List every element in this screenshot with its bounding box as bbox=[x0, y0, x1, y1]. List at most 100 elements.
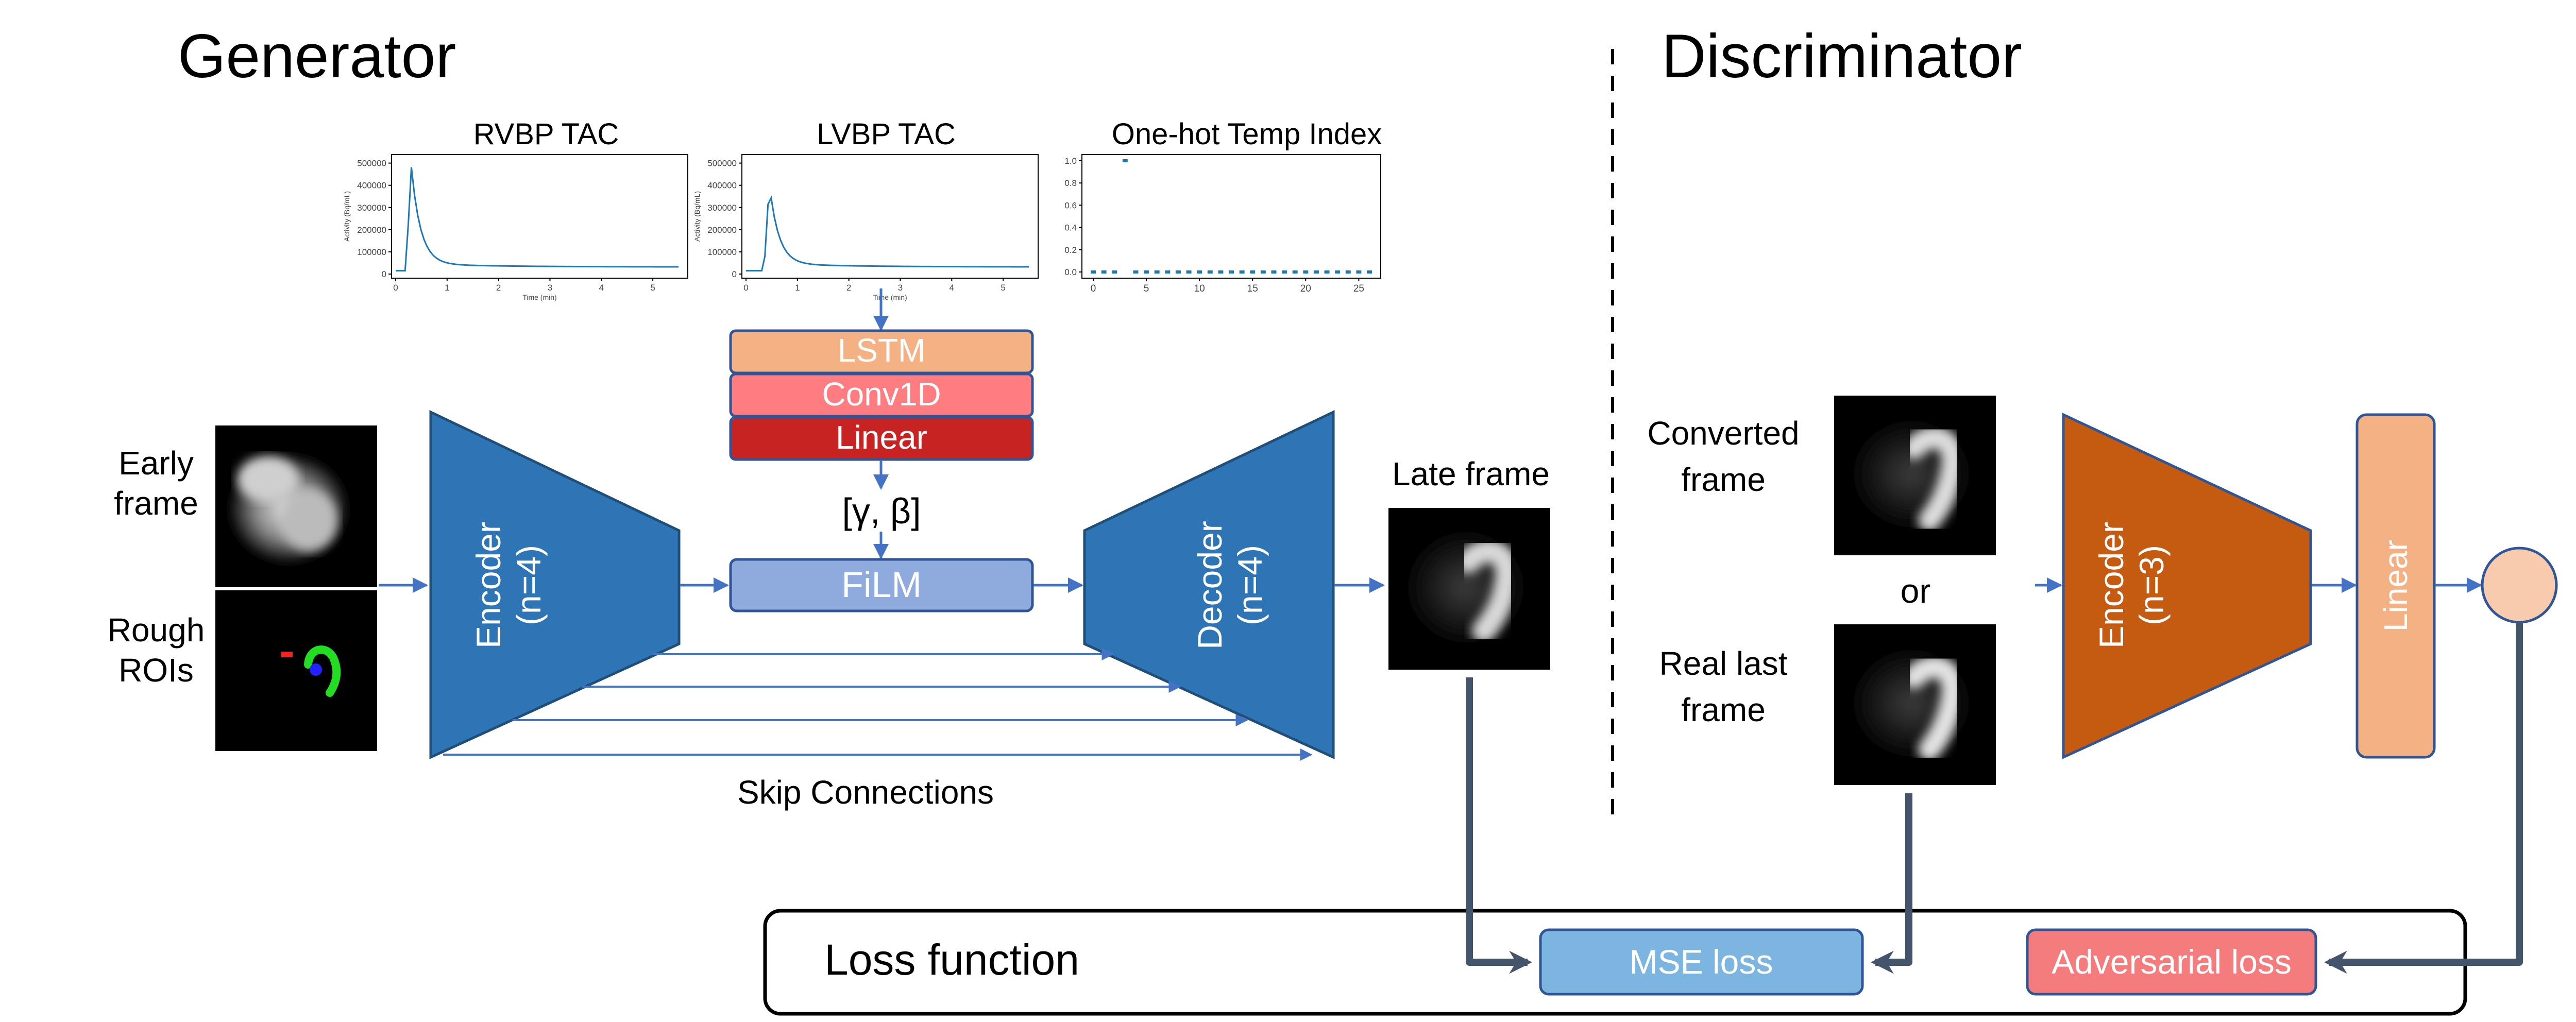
one-hot-point bbox=[1091, 270, 1096, 274]
late-frame-image bbox=[1388, 508, 1550, 670]
x-tick-label: 0 bbox=[393, 283, 398, 293]
svg-text:LSTM: LSTM bbox=[838, 332, 926, 369]
text-line: Decoder bbox=[1191, 521, 1229, 649]
x-tick-label: 2 bbox=[496, 283, 501, 293]
x-axis-label: Time (min) bbox=[873, 293, 907, 301]
discriminator-title: Discriminator bbox=[1662, 22, 2022, 91]
text-line: (n=4) bbox=[1231, 545, 1269, 625]
x-tick-label: 20 bbox=[1300, 283, 1311, 294]
one-hot-point bbox=[1313, 270, 1319, 274]
svg-text:Decoder(n=4): Decoder(n=4) bbox=[1191, 521, 1269, 649]
one-hot-point bbox=[1133, 270, 1139, 274]
y-tick-label: 0.0 bbox=[1064, 267, 1077, 277]
skip-connections-label: Skip Connections bbox=[737, 774, 994, 811]
one-hot-point bbox=[1175, 270, 1181, 274]
x-tick-label: 25 bbox=[1353, 283, 1364, 294]
y-tick-label: 0.2 bbox=[1064, 245, 1077, 255]
conv1d-block: Conv1D bbox=[729, 372, 1034, 418]
plot-title: One-hot Temp Index bbox=[1112, 117, 1382, 151]
svg-text:Encoder(n=4): Encoder(n=4) bbox=[469, 522, 548, 649]
x-tick-label: 1 bbox=[445, 283, 449, 293]
one-hot-point bbox=[1356, 270, 1362, 274]
text-line: Encoder bbox=[2092, 522, 2130, 649]
one-hot-point bbox=[1165, 270, 1171, 274]
real-last-frame-image bbox=[1834, 624, 1996, 785]
y-tick-label: 0 bbox=[732, 269, 737, 279]
y-tick-label: 500000 bbox=[357, 159, 386, 168]
linear-block-generator: Linear bbox=[729, 416, 1034, 461]
one-hot-point bbox=[1144, 270, 1149, 274]
tac-curve bbox=[396, 167, 679, 272]
generator-title: Generator bbox=[178, 22, 456, 91]
y-axis-label: Activity (Bq/mL) bbox=[343, 191, 351, 242]
one-hot-point bbox=[1335, 270, 1341, 274]
text-line: Rough bbox=[108, 611, 205, 649]
svg-text:Linear: Linear bbox=[836, 419, 927, 456]
one-hot-point bbox=[1345, 270, 1351, 274]
lstm-block: LSTM bbox=[729, 329, 1034, 374]
plot-title: LVBP TAC bbox=[817, 117, 956, 151]
late-frame-label: Late frame bbox=[1392, 455, 1550, 492]
one-hot-point bbox=[1112, 270, 1117, 274]
y-tick-label: 100000 bbox=[707, 247, 737, 257]
plot-frame bbox=[391, 154, 688, 279]
svg-text:Encoder(n=3): Encoder(n=3) bbox=[2092, 522, 2171, 649]
tac-curve bbox=[746, 195, 1029, 272]
y-tick-label: 0.4 bbox=[1064, 223, 1077, 233]
one-hot-point bbox=[1197, 270, 1202, 274]
y-tick-label: 100000 bbox=[357, 247, 386, 257]
text-line: ROIs bbox=[118, 652, 194, 689]
mse-loss-block: MSE loss bbox=[1539, 928, 1864, 996]
converted-frame-image bbox=[1834, 396, 1996, 555]
one-hot-point bbox=[1101, 270, 1107, 274]
lvbp-tac-plot: LVBP TAC01000002000003000004000005000000… bbox=[693, 117, 1039, 301]
svg-text:MSE loss: MSE loss bbox=[1630, 943, 1773, 981]
x-tick-label: 5 bbox=[1144, 283, 1149, 294]
rvbp-tac-plot: RVBP TAC01000002000003000004000005000000… bbox=[343, 117, 688, 301]
discriminator-linear-block: Linear bbox=[2355, 413, 2436, 759]
x-tick-label: 0 bbox=[743, 283, 748, 293]
x-tick-label: 3 bbox=[548, 283, 552, 293]
y-tick-label: 200000 bbox=[707, 225, 737, 235]
film-block: FiLM bbox=[729, 558, 1034, 612]
svg-text:FiLM: FiLM bbox=[841, 565, 922, 605]
svg-text:Conv1D: Conv1D bbox=[822, 376, 941, 413]
plot-title: RVBP TAC bbox=[473, 117, 619, 151]
text-line: Encoder bbox=[469, 522, 507, 649]
x-tick-label: 4 bbox=[950, 283, 954, 293]
y-tick-label: 300000 bbox=[707, 203, 737, 213]
discriminator-encoder: Encoder(n=3) bbox=[2062, 413, 2312, 759]
y-tick-label: 400000 bbox=[707, 181, 737, 191]
x-tick-label: 4 bbox=[599, 283, 604, 293]
x-tick-label: 15 bbox=[1247, 283, 1258, 294]
or-label: or bbox=[1901, 572, 1931, 610]
one-hot-point bbox=[1250, 270, 1256, 274]
y-tick-label: 0.6 bbox=[1064, 200, 1077, 210]
one-hot-point bbox=[1218, 270, 1224, 274]
y-axis-label: Activity (Bq/mL) bbox=[693, 191, 701, 242]
x-tick-label: 5 bbox=[1001, 283, 1005, 293]
real-or-fake-label: RealorFake bbox=[2575, 477, 2576, 592]
plot-frame bbox=[741, 154, 1039, 279]
x-tick-label: 10 bbox=[1194, 283, 1205, 294]
one-hot-point bbox=[1367, 270, 1372, 274]
one-hot-point bbox=[1154, 270, 1160, 274]
one-hot-point bbox=[1122, 159, 1128, 162]
one-hot-point bbox=[1271, 270, 1277, 274]
text-line: frame bbox=[114, 485, 198, 522]
loss-function-title: Loss function bbox=[824, 935, 1079, 984]
rough-rois-image bbox=[215, 590, 377, 751]
one-hot-point bbox=[1282, 270, 1287, 274]
y-tick-label: 300000 bbox=[357, 203, 386, 213]
skip-connections bbox=[443, 648, 1313, 761]
gamma-beta-label: [γ, β] bbox=[842, 491, 921, 531]
text-line: Converted bbox=[1647, 415, 1799, 452]
y-tick-label: 200000 bbox=[357, 225, 386, 235]
svg-text:Linear: Linear bbox=[2377, 540, 2414, 632]
one-hot-point bbox=[1292, 270, 1298, 274]
x-tick-label: 2 bbox=[846, 283, 851, 293]
generator-encoder: Encoder(n=4) bbox=[429, 410, 681, 759]
